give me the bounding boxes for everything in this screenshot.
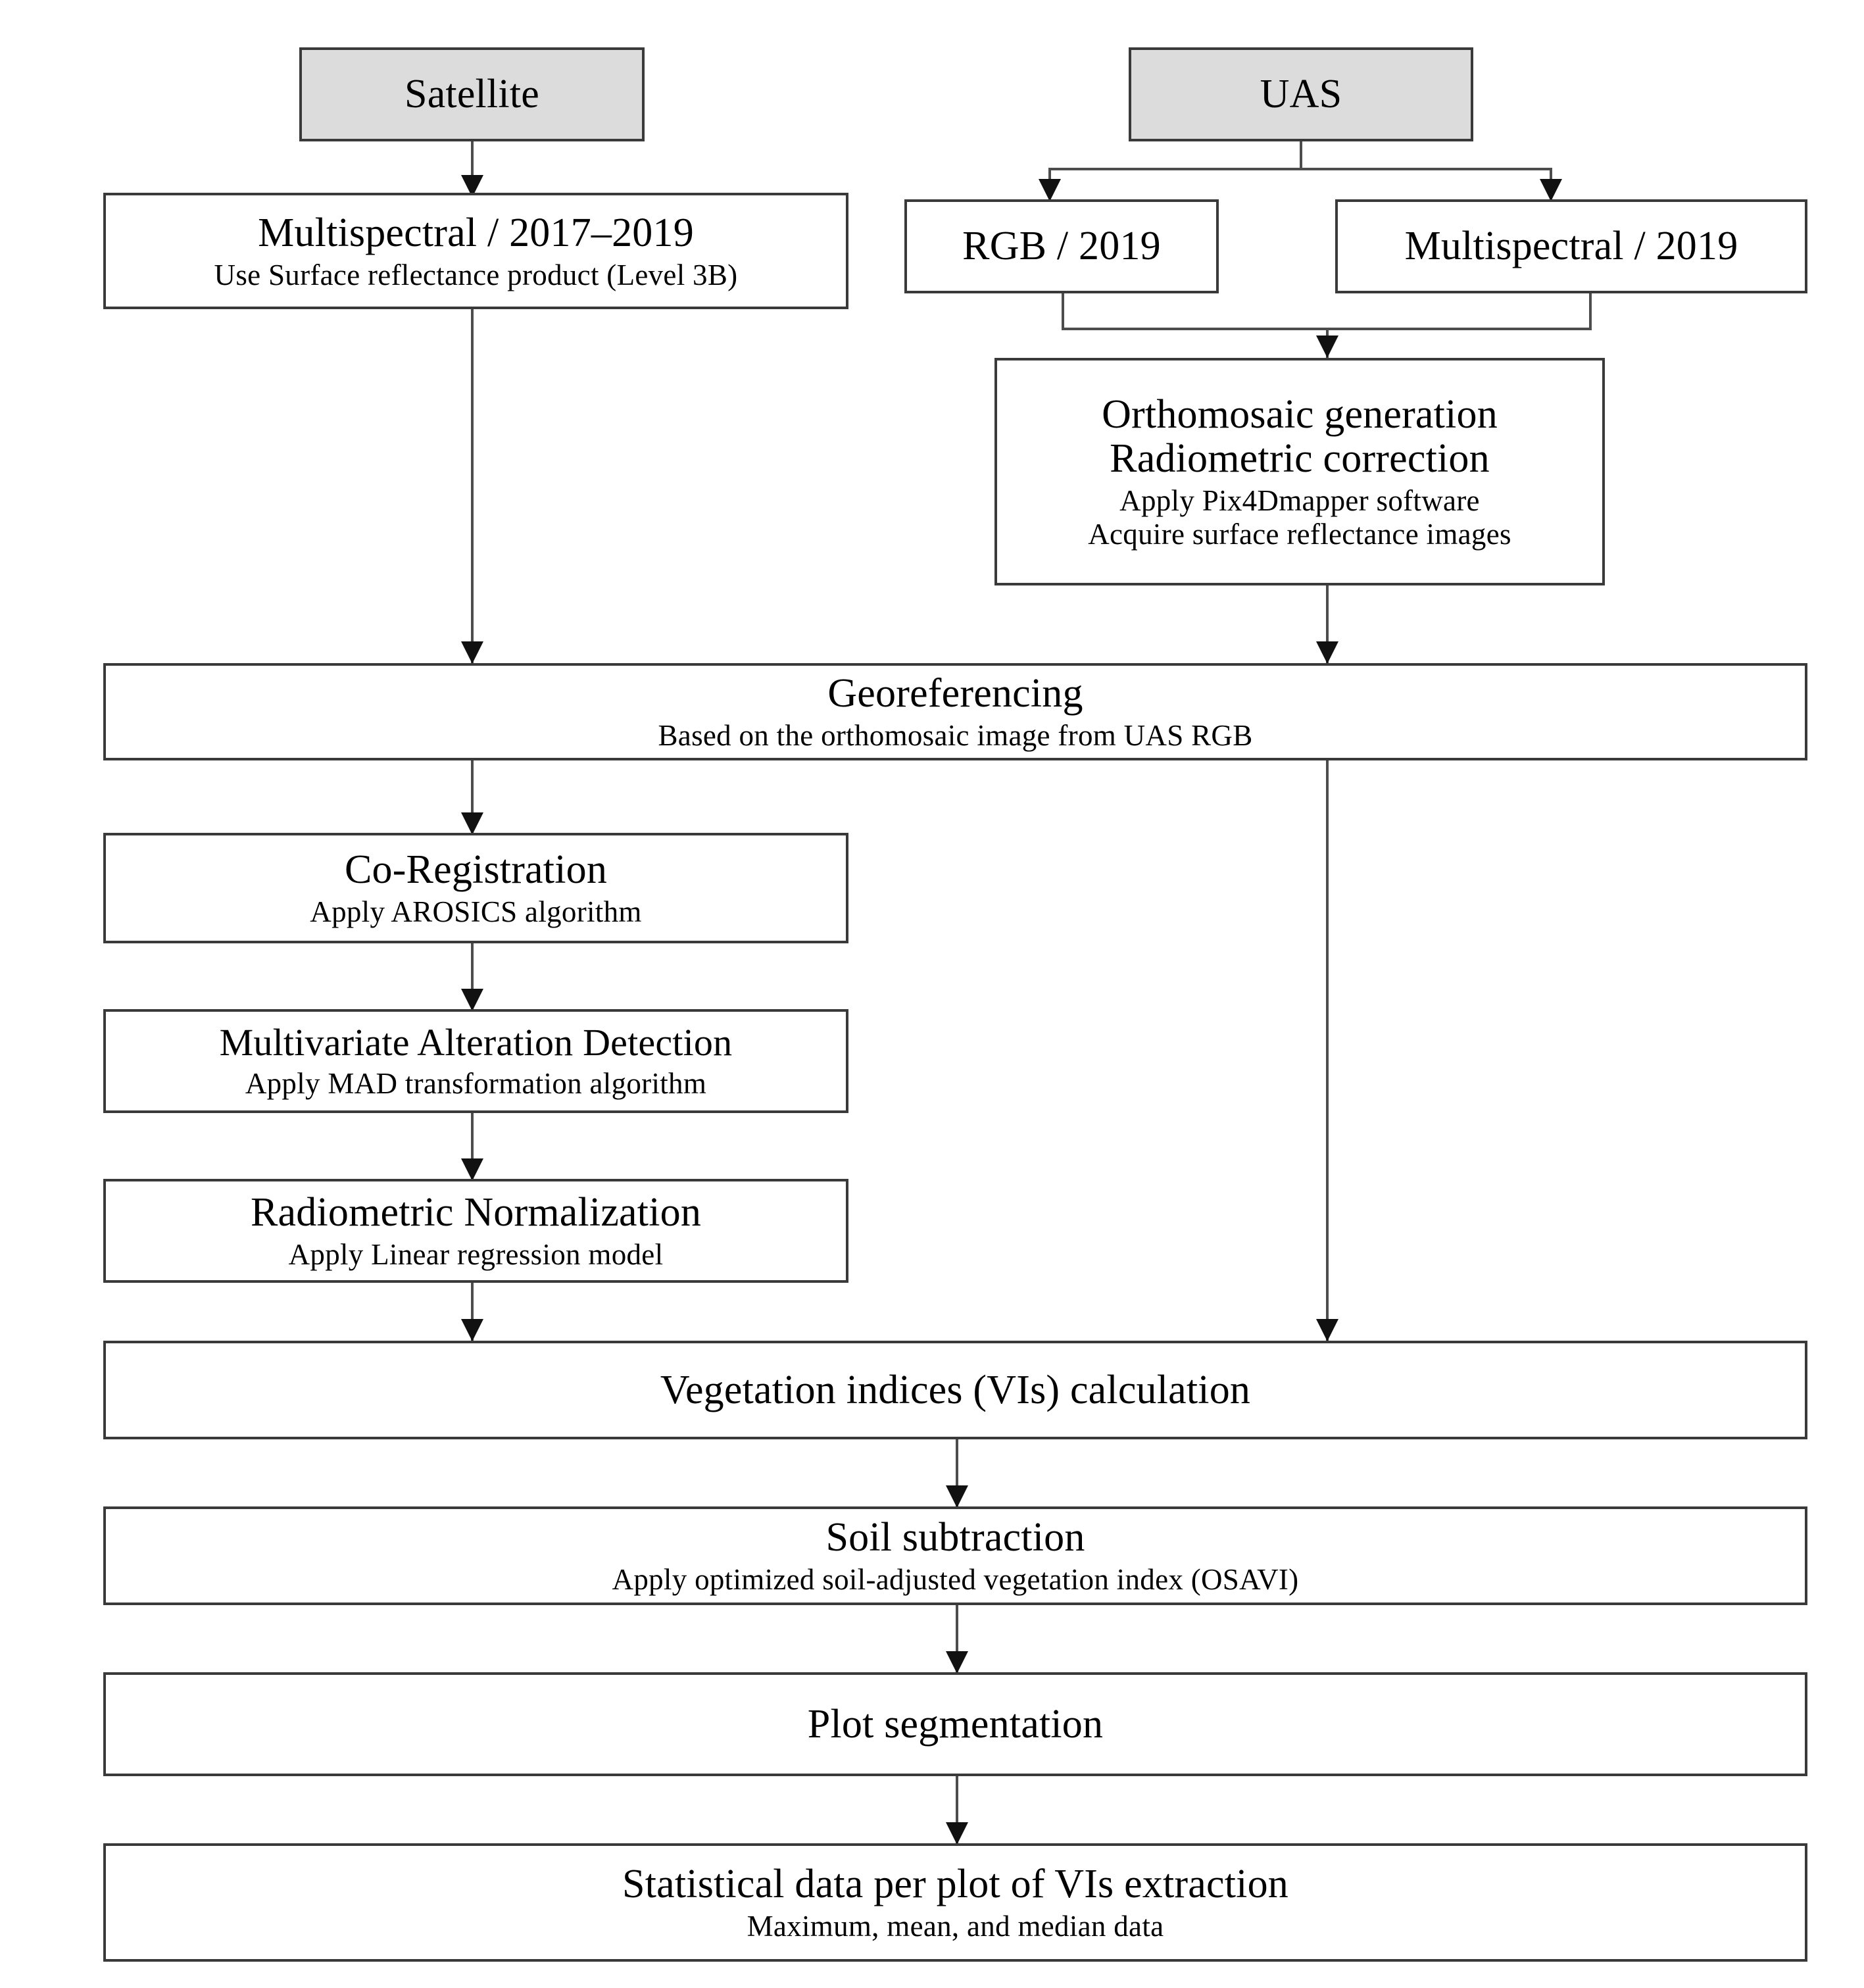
node-soil-subtraction-title: Soil subtraction [825, 1515, 1085, 1560]
edge-plot-to-statistical [956, 1776, 958, 1843]
node-uas-multispectral-title: Multispectral / 2019 [1404, 224, 1738, 269]
node-statistical-extraction-subtitle: Maximum, mean, and median data [747, 1910, 1164, 1943]
node-uas-multispectral[interactable]: Multispectral / 2019 [1335, 199, 1807, 293]
arrowhead-radiometric-to-vi [461, 1319, 483, 1341]
arrowhead-orthomosaic-to-georeferencing [1316, 641, 1338, 664]
arrowhead-merge-to-orthomosaic [1316, 335, 1338, 358]
node-uas-title: UAS [1260, 72, 1342, 117]
node-mad-subtitle: Apply MAD transformation algorithm [245, 1067, 707, 1101]
edge-orthomosaic-to-georeferencing [1326, 585, 1329, 664]
node-georeferencing-title: Georeferencing [827, 671, 1083, 716]
node-statistical-extraction[interactable]: Statistical data per plot of VIs extract… [103, 1843, 1807, 1962]
node-georeferencing-subtitle: Based on the orthomosaic image from UAS … [658, 719, 1253, 753]
node-satellite[interactable]: Satellite [299, 47, 645, 141]
node-uas-rgb-title: RGB / 2019 [962, 224, 1161, 269]
edge-mad-to-radiometric [471, 1113, 474, 1179]
node-coregistration[interactable]: Co-Registration Apply AROSICS algorithm [103, 833, 848, 943]
arrowhead-soil-to-plot [946, 1651, 968, 1674]
arrowhead-mad-to-radiometric [461, 1158, 483, 1181]
node-uas-rgb[interactable]: RGB / 2019 [904, 199, 1219, 293]
node-orthomosaic[interactable]: Orthomosaic generation Radiometric corre… [994, 358, 1605, 585]
edge-uasms-down [1589, 293, 1592, 330]
node-plot-segmentation[interactable]: Plot segmentation [103, 1672, 1807, 1776]
edge-soil-to-plot [956, 1605, 958, 1672]
node-satellite-multispectral[interactable]: Multispectral / 2017–2019 Use Surface re… [103, 193, 848, 309]
arrowhead-plot-to-statistical [946, 1822, 968, 1845]
edge-vi-to-soil [956, 1439, 958, 1506]
arrowhead-multispectral-to-georeferencing [461, 641, 483, 664]
node-orthomosaic-title-line1: Orthomosaic generation [1102, 392, 1498, 437]
edge-right-rail-to-vi [1326, 760, 1329, 1341]
node-orthomosaic-subtitle-line2: Acquire surface reflectance images [1088, 517, 1511, 551]
node-uas[interactable]: UAS [1129, 47, 1473, 141]
edge-uas-split-bar [1048, 168, 1552, 170]
edge-georeferencing-to-coregistration [471, 760, 474, 833]
node-plot-segmentation-title: Plot segmentation [807, 1701, 1104, 1747]
arrowhead-right-rail-to-vi [1316, 1319, 1338, 1341]
edge-coregistration-to-mad [471, 943, 474, 1009]
node-radiometric-normalization-title: Radiometric Normalization [250, 1190, 702, 1235]
node-satellite-title: Satellite [405, 72, 539, 117]
edge-uas-stem [1300, 141, 1302, 169]
node-mad-title: Multivariate Alteration Detection [219, 1021, 733, 1064]
arrowhead-uas-to-multispectral [1540, 179, 1562, 201]
arrowhead-coregistration-to-mad [461, 989, 483, 1011]
arrowhead-vi-to-soil [946, 1485, 968, 1508]
node-georeferencing[interactable]: Georeferencing Based on the orthomosaic … [103, 663, 1807, 760]
node-vi-calculation-title: Vegetation indices (VIs) calculation [660, 1367, 1251, 1412]
arrowhead-uas-to-rgb [1039, 179, 1061, 201]
node-coregistration-subtitle: Apply AROSICS algorithm [310, 895, 642, 929]
edge-rgb-down [1062, 293, 1064, 330]
node-satellite-multispectral-title: Multispectral / 2017–2019 [258, 210, 694, 255]
node-radiometric-normalization[interactable]: Radiometric Normalization Apply Linear r… [103, 1179, 848, 1283]
edge-radiometric-to-vi [471, 1283, 474, 1342]
node-soil-subtraction[interactable]: Soil subtraction Apply optimized soil-ad… [103, 1506, 1807, 1605]
edge-satellite-to-multispectral [471, 141, 474, 193]
node-statistical-extraction-title: Statistical data per plot of VIs extract… [622, 1862, 1288, 1907]
node-coregistration-title: Co-Registration [344, 847, 608, 893]
arrowhead-georeferencing-to-coregistration [461, 812, 483, 835]
node-orthomosaic-subtitle-line1: Apply Pix4Dmapper software [1119, 484, 1480, 518]
node-satellite-multispectral-subtitle: Use Surface reflectance product (Level 3… [214, 258, 738, 291]
node-vi-calculation[interactable]: Vegetation indices (VIs) calculation [103, 1341, 1807, 1439]
node-mad[interactable]: Multivariate Alteration Detection Apply … [103, 1009, 848, 1113]
edge-multispectral-to-georeferencing [471, 309, 474, 663]
node-orthomosaic-title-line2: Radiometric correction [1110, 436, 1490, 482]
node-soil-subtraction-subtitle: Apply optimized soil-adjusted vegetation… [612, 1563, 1299, 1597]
node-radiometric-normalization-subtitle: Apply Linear regression model [288, 1238, 664, 1272]
